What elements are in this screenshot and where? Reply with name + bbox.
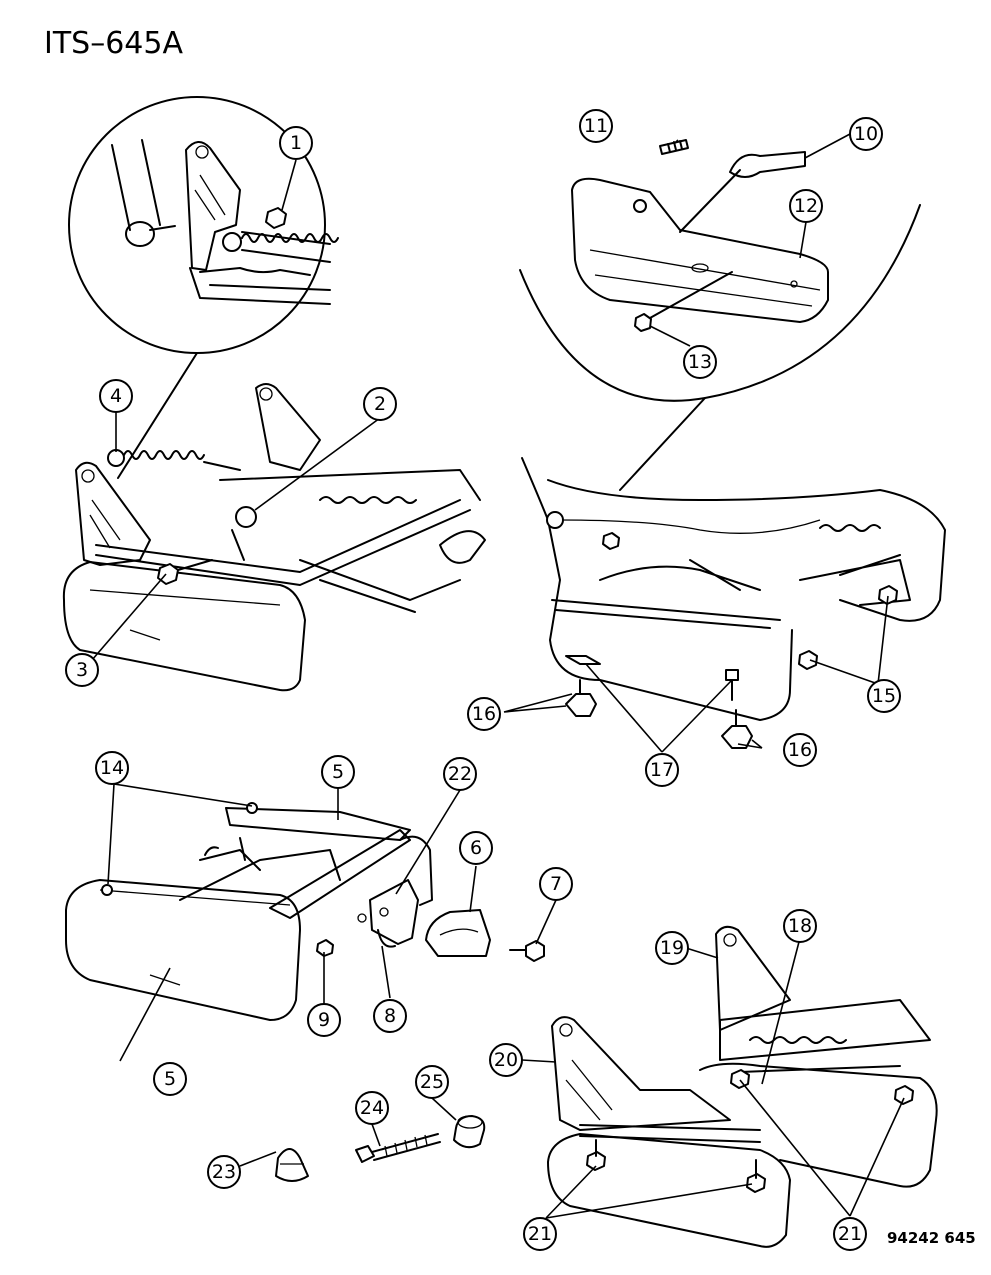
- diagram-title: ITS–645A: [44, 26, 183, 61]
- callout-24: 24: [355, 1091, 389, 1125]
- svg-text:25: 25: [420, 1071, 444, 1093]
- svg-text:12: 12: [794, 195, 818, 217]
- svg-text:18: 18: [788, 915, 812, 937]
- svg-text:9: 9: [318, 1009, 330, 1031]
- svg-text:3: 3: [76, 659, 88, 681]
- callout-19: 19: [655, 931, 689, 965]
- callout-17: 17: [645, 753, 679, 787]
- svg-text:7: 7: [550, 873, 562, 895]
- svg-text:19: 19: [660, 937, 684, 959]
- detail-view-recliner-spring: [68, 96, 339, 479]
- callout-9: 9: [307, 1003, 341, 1037]
- callout-6: 6: [459, 831, 493, 865]
- callout-3: 3: [65, 653, 99, 687]
- svg-text:22: 22: [448, 763, 472, 785]
- callout-13: 13: [683, 345, 717, 379]
- callout-15: 15: [867, 679, 901, 713]
- svg-text:21: 21: [528, 1223, 552, 1245]
- upper-right-seat-assembly: [521, 457, 946, 749]
- callout-14: 14: [95, 751, 129, 785]
- callout-5-bottom: 5: [153, 1062, 187, 1096]
- drawing-code: 94242 645: [887, 1229, 976, 1247]
- callout-20: 20: [489, 1043, 523, 1077]
- svg-text:15: 15: [872, 685, 896, 707]
- callout-8: 8: [373, 999, 407, 1033]
- svg-text:14: 14: [100, 757, 124, 779]
- callout-21-left: 21: [523, 1217, 557, 1251]
- callout-1: 1: [279, 126, 313, 160]
- svg-text:24: 24: [360, 1097, 384, 1119]
- svg-text:20: 20: [494, 1049, 518, 1071]
- svg-text:21: 21: [838, 1223, 862, 1245]
- svg-text:4: 4: [110, 385, 122, 407]
- detail-view-seat-shield: [519, 139, 921, 491]
- callout-23: 23: [207, 1155, 241, 1189]
- callout-16-right: 16: [783, 733, 817, 767]
- svg-text:16: 16: [472, 703, 496, 725]
- upper-left-seat-track-assembly: [62, 383, 486, 692]
- svg-text:5: 5: [164, 1068, 176, 1090]
- callout-18: 18: [783, 909, 817, 943]
- callout-25: 25: [415, 1065, 449, 1099]
- svg-text:2: 2: [374, 393, 386, 415]
- svg-text:11: 11: [584, 115, 608, 137]
- svg-text:13: 13: [688, 351, 712, 373]
- callout-16-left: 16: [467, 697, 501, 731]
- svg-text:1: 1: [290, 132, 302, 154]
- callout-2: 2: [363, 387, 397, 421]
- svg-text:16: 16: [788, 739, 812, 761]
- callout-22: 22: [443, 757, 477, 791]
- middle-left-seat-frame: [65, 802, 545, 1021]
- callout-7: 7: [539, 867, 573, 901]
- callout-4: 4: [99, 379, 133, 413]
- callout-10: 10: [849, 117, 883, 151]
- svg-text:5: 5: [332, 761, 344, 783]
- lower-right-track-assembly: [547, 925, 938, 1248]
- svg-text:8: 8: [384, 1005, 396, 1027]
- leader-lines: [91, 133, 905, 1219]
- svg-text:10: 10: [854, 123, 878, 145]
- callout-11: 11: [579, 109, 613, 143]
- svg-text:23: 23: [212, 1161, 236, 1183]
- loose-hardware: [275, 1115, 486, 1182]
- callout-21-right: 21: [833, 1217, 867, 1251]
- callout-5-top: 5: [321, 755, 355, 789]
- callout-12: 12: [789, 189, 823, 223]
- svg-text:6: 6: [470, 837, 482, 859]
- svg-text:17: 17: [650, 759, 674, 781]
